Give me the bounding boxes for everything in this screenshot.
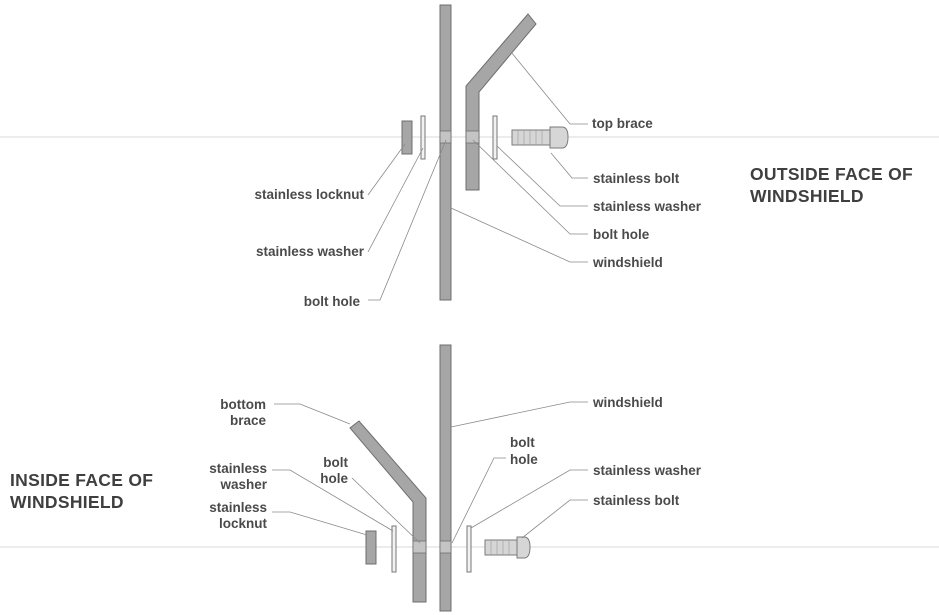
top-locknut bbox=[401, 120, 413, 155]
label-bottom-stainless-washer-right: stainless washer bbox=[593, 463, 702, 478]
bottom-bolt bbox=[484, 536, 531, 559]
leader-bottom-bolt-hole-right bbox=[451, 457, 506, 544]
leader-top-bolt bbox=[550, 152, 588, 179]
top-left-washer bbox=[420, 115, 426, 160]
leader-top-washer-left bbox=[367, 147, 424, 253]
leader-top-brace bbox=[510, 51, 588, 125]
top-bolt bbox=[511, 126, 569, 149]
leader-bottom-bolt-hole-left bbox=[351, 477, 421, 544]
label-bottom-stainless-washer-left-line2: washer bbox=[219, 477, 267, 492]
label-top-brace: top brace bbox=[592, 116, 653, 131]
leader-bottom-washer-right bbox=[470, 469, 588, 529]
label-bottom-bolt-hole-right-line1: bolt bbox=[510, 435, 535, 450]
label-top-windshield: windshield bbox=[592, 255, 663, 270]
leader-bottom-brace bbox=[274, 403, 351, 425]
inside-face-title-line2: WINDSHIELD bbox=[10, 492, 124, 512]
top-windshield-bolt-hole bbox=[439, 130, 452, 144]
leader-top-bolt-hole-right bbox=[472, 139, 588, 235]
label-top-stainless-locknut: stainless locknut bbox=[254, 187, 364, 202]
inside-face-title-line1: INSIDE FACE OF bbox=[10, 470, 153, 490]
leader-top-washer-right bbox=[496, 145, 588, 207]
bottom-windshield-bolt-hole bbox=[439, 540, 452, 554]
bottom-windshield-panel bbox=[439, 344, 452, 612]
label-bottom-stainless-washer-left-line1: stainless bbox=[209, 461, 267, 476]
label-top-bolt-hole-left: bolt hole bbox=[304, 294, 361, 309]
outside-face-title-line1: OUTSIDE FACE OF bbox=[750, 164, 913, 184]
leader-bottom-windshield bbox=[450, 401, 588, 428]
leader-bottom-washer-left bbox=[272, 469, 394, 532]
label-top-bolt-hole-right: bolt hole bbox=[593, 227, 650, 242]
label-bottom-bolt-hole-right-line2: hole bbox=[510, 452, 538, 467]
leader-top-windshield bbox=[450, 207, 588, 263]
top-brace-bolt-hole bbox=[465, 130, 480, 144]
leader-top-locknut bbox=[367, 143, 406, 196]
label-bottom-windshield: windshield bbox=[592, 395, 663, 410]
label-bottom-stainless-locknut-line1: stainless bbox=[209, 500, 267, 515]
top-windshield-panel bbox=[439, 4, 452, 301]
top-brace bbox=[465, 13, 537, 191]
bottom-brace-bolt-hole bbox=[412, 540, 427, 554]
label-bottom-stainless-locknut-line2: locknut bbox=[219, 516, 268, 531]
leader-bottom-bolt bbox=[521, 499, 588, 539]
label-top-stainless-bolt: stainless bolt bbox=[593, 171, 680, 186]
label-bottom-stainless-bolt: stainless bolt bbox=[593, 493, 680, 508]
outside-face-title-line2: WINDSHIELD bbox=[750, 186, 864, 206]
label-bottom-brace-line2: brace bbox=[230, 413, 267, 428]
label-top-stainless-washer-right: stainless washer bbox=[593, 199, 702, 214]
bottom-locknut bbox=[365, 530, 377, 565]
label-bottom-brace-line1: bottom bbox=[220, 397, 266, 412]
label-bottom-bolt-hole-left-line2: hole bbox=[320, 471, 348, 486]
bottom-right-washer bbox=[466, 525, 472, 573]
label-top-stainless-washer-left: stainless washer bbox=[256, 244, 365, 259]
top-right-washer bbox=[492, 115, 498, 160]
bottom-brace bbox=[349, 420, 427, 603]
bottom-left-washer bbox=[391, 525, 397, 573]
label-bottom-bolt-hole-left-line1: bolt bbox=[323, 455, 348, 470]
leader-bottom-locknut bbox=[272, 511, 368, 536]
leader-top-bolt-hole-left bbox=[368, 139, 447, 301]
